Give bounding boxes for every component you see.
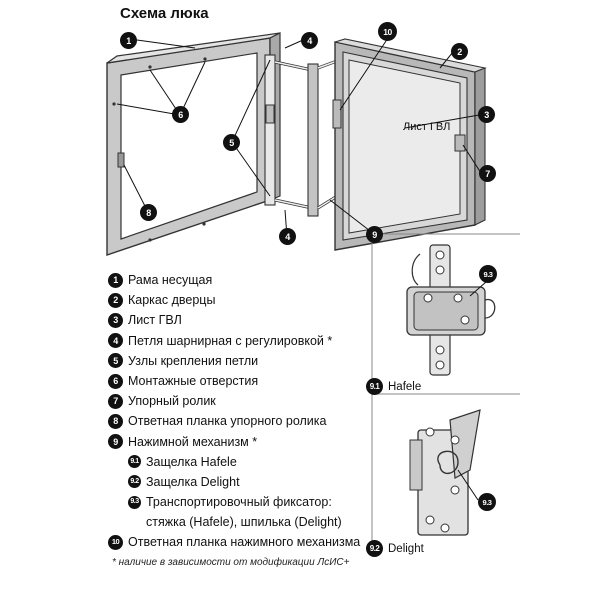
legend-badge: 6 <box>108 373 123 389</box>
callout-6: 6 <box>172 106 189 123</box>
legend-text: Каркас дверцы <box>128 293 216 308</box>
legend-row-9: 9 Нажимной механизм * <box>108 432 360 452</box>
panel-text: Лист ГВЛ <box>403 121 450 133</box>
support-frame <box>106 32 281 256</box>
hafele-latch <box>406 244 496 376</box>
callout-7: 7 <box>479 165 496 182</box>
legend-text: Рама несущая <box>128 273 213 287</box>
legend-badge: 9.3 <box>128 495 141 509</box>
legend-text: Петля шарнирная с регулировкой * <box>128 333 333 348</box>
legend-text: Защелка Hafele <box>146 454 237 469</box>
inset-text-delight: Delight <box>388 542 424 555</box>
legend-row-4: 4 Петля шарнирная с регулировкой * <box>108 331 360 351</box>
legend-text: Нажимной механизм * <box>128 434 258 449</box>
inset-label-hafele: 9.1 Hafele <box>366 378 421 395</box>
legend-row-1: 1 Рама несущая <box>108 270 360 290</box>
legend-row-5: 5 Узлы крепления петли <box>108 351 360 371</box>
legend-row-8: 8 Ответная планка упорного ролика <box>108 411 360 431</box>
callout-10: 10 <box>378 22 397 41</box>
legend-text: Защелка Delight <box>146 474 240 489</box>
callout-2: 2 <box>451 43 468 60</box>
legend-text: Ответная планка упорного ролика <box>128 414 327 429</box>
legend-badge: 4 <box>108 333 123 349</box>
legend-badge: 3 <box>108 312 123 328</box>
leader-lines <box>116 37 482 238</box>
legend-text: Монтажные отверстия <box>128 373 259 388</box>
legend-text: Узлы крепления петли <box>128 353 259 368</box>
inset-text-hafele: Hafele <box>388 380 422 393</box>
legend-row-6: 6 Монтажные отверстия <box>108 371 360 391</box>
legend-badge: 7 <box>108 393 123 409</box>
callout-9-3-delight: 9.3 <box>478 493 496 511</box>
legend-text: Транспортировочный фиксатор: <box>146 495 332 510</box>
legend-text: Лист ГВЛ <box>128 313 182 328</box>
callout-4-bottom: 4 <box>279 228 296 245</box>
callout-9: 9 <box>366 226 383 243</box>
inset-badge-9-2: 9.2 <box>366 540 383 557</box>
diagram-title: Схема люка <box>120 5 209 22</box>
legend-row-7: 7 Упорный ролик <box>108 391 360 411</box>
delight-latch <box>409 409 481 536</box>
legend-row-9-1: 9.1 Защелка Hafele <box>108 452 360 472</box>
legend-badge: 1 <box>108 272 123 288</box>
legend-row-10: 10 Ответная планка нажимного механизма <box>108 532 360 552</box>
legend-badge: 9 <box>108 434 123 450</box>
legend-text: стяжка (Hafele), шпилька (Delight) <box>146 515 342 530</box>
inset-label-delight: 9.2 Delight <box>366 540 424 557</box>
legend-badge: 9.1 <box>128 455 141 469</box>
callout-3: 3 <box>478 106 495 123</box>
legend-badge: 9.2 <box>128 475 141 489</box>
legend-row-2: 2 Каркас дверцы <box>108 290 360 310</box>
legend-row-3: 3 Лист ГВЛ <box>108 310 360 330</box>
door-leaf <box>332 38 487 251</box>
callout-4-top: 4 <box>301 32 318 49</box>
callout-9-3-hafele: 9.3 <box>479 265 497 283</box>
legend-badge: 8 <box>108 413 123 429</box>
legend-text: Упорный ролик <box>128 394 216 409</box>
legend-badge: 2 <box>108 292 123 308</box>
legend-badge: 10 <box>108 535 123 551</box>
legend-row-9-3: 9.3 Транспортировочный фиксатор: <box>108 492 360 512</box>
callout-1: 1 <box>120 32 137 49</box>
footnote: * наличие в зависимости от модификации Л… <box>112 557 350 568</box>
legend-text: Ответная планка нажимного механизма <box>128 535 361 550</box>
callout-5: 5 <box>223 134 240 151</box>
callout-8: 8 <box>140 204 157 221</box>
legend: 1 Рама несущая 2 Каркас дверцы 3 Лист ГВЛ 4… <box>108 270 360 553</box>
legend-row-9-3-cont: стяжка (Hafele), шпилька (Delight) <box>108 512 360 532</box>
inset-badge-9-1: 9.1 <box>366 378 383 395</box>
legend-badge: 5 <box>108 353 123 369</box>
legend-row-9-2: 9.2 Защелка Delight <box>108 472 360 492</box>
